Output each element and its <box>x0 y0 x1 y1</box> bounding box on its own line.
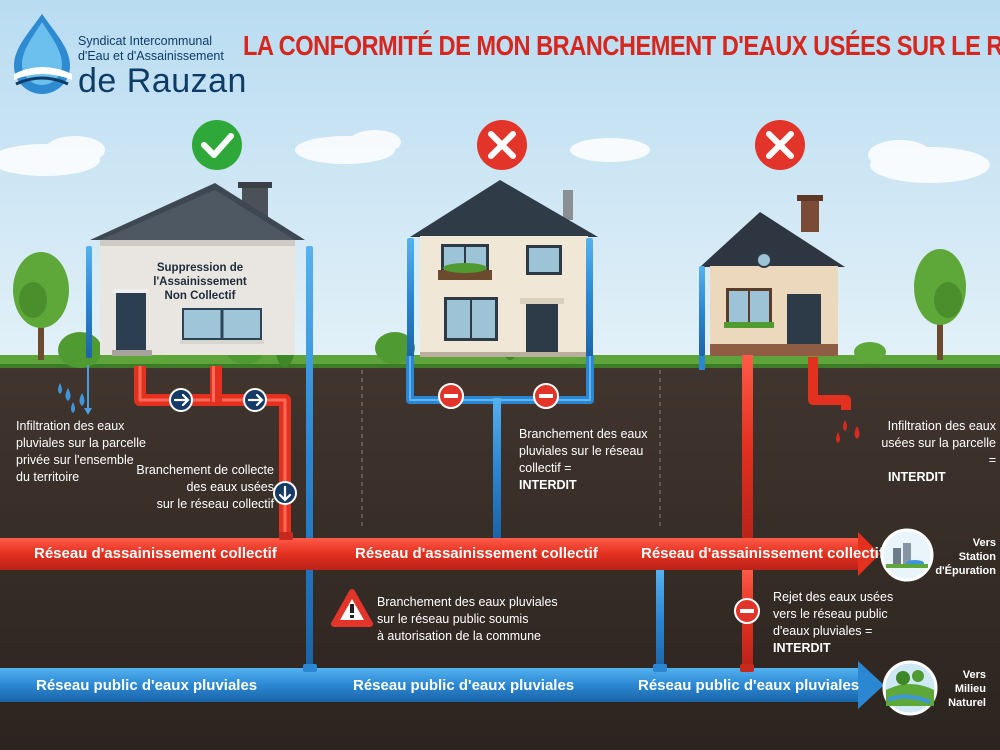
destination-line: Station <box>958 551 996 563</box>
note-infiltration-pluviales: Infiltration des eaux pluviales sur la p… <box>16 418 176 486</box>
milieu-naturel-icon <box>882 660 938 716</box>
note-line: pluviales sur le réseau <box>519 443 644 458</box>
pluvial-joints <box>303 664 667 672</box>
arrow-right-icon <box>243 388 267 412</box>
note-pluviales-autorisation: Branchement des eaux pluviales sur le ré… <box>377 594 577 645</box>
note-pluviales-collectif: Branchement des eaux pluviales sur le ré… <box>519 426 669 494</box>
note-line: Rejet des eaux usées <box>773 590 894 604</box>
no-entry-icon <box>438 383 464 409</box>
note-verdict: INTERDIT <box>888 469 946 484</box>
cross-icon <box>477 120 527 170</box>
house-2 <box>410 180 598 357</box>
destination-line: Milieu <box>954 683 986 695</box>
tree-left <box>13 252 69 360</box>
cross-icon <box>755 120 805 170</box>
check-icon <box>192 120 242 170</box>
note-line: usées sur la parcelle = <box>881 435 996 467</box>
tree-right <box>854 249 966 362</box>
note-infiltration-usees: Infiltration des eaux usées sur la parce… <box>872 418 996 486</box>
note-line: Branchement des eaux <box>519 427 648 441</box>
destination-line: d'Épuration <box>935 565 996 577</box>
logo-line2: d'Eau et d'Assainissement <box>78 49 224 63</box>
note-line: à autorisation de la commune <box>377 628 541 643</box>
destination-line: Naturel <box>948 697 986 709</box>
note-line: collectif = <box>519 460 572 475</box>
pluvial-label: Réseau public d'eaux pluviales <box>353 677 575 694</box>
house-1-label-line: Suppression de <box>156 262 244 274</box>
destination-line: Vers <box>972 537 996 549</box>
note-verdict: INTERDIT <box>773 640 831 655</box>
note-line: sur le réseau public soumis <box>377 611 529 626</box>
destination-station: Vers Station d'Épuration <box>930 536 996 578</box>
collectif-label: Réseau d'assainissement collectif <box>641 545 884 562</box>
note-verdict: INTERDIT <box>519 477 577 492</box>
note-line: Infiltration des eaux <box>887 419 996 433</box>
warning-icon <box>331 589 373 627</box>
logo-line3: de Rauzan <box>78 62 247 100</box>
collectif-main-pipe <box>0 532 880 576</box>
red-branch-house1 <box>134 366 291 540</box>
note-rejet-usees: Rejet des eaux usées vers le réseau publ… <box>773 589 903 657</box>
house-3 <box>700 195 845 356</box>
pluvial-label: Réseau public d'eaux pluviales <box>638 677 860 694</box>
column-separators <box>361 370 661 530</box>
clouds <box>0 130 990 183</box>
note-line: sur le réseau collectif <box>156 496 274 511</box>
logo-line1: Syndicat Intercommunal <box>78 34 213 48</box>
note-line: d'eaux pluviales = <box>773 623 873 638</box>
note-line: privée sur l'ensemble <box>16 452 134 467</box>
house-1-label-line: l'Assainissement <box>153 276 247 288</box>
house-1 <box>90 182 305 356</box>
wastewater-drops <box>836 420 860 443</box>
note-line: vers le réseau public <box>773 606 888 621</box>
note-line: Branchement de collecte <box>136 463 274 477</box>
note-line: du territoire <box>16 469 80 484</box>
house-1-label-line: Non Collectif <box>164 290 236 302</box>
note-line: des eaux usées <box>186 479 274 494</box>
rain-drops <box>58 383 85 413</box>
arrow-down-icon <box>273 481 297 505</box>
pluvial-main-pipe <box>0 661 884 709</box>
station-epuration-icon <box>880 528 934 582</box>
house-1-label: Suppression de l'Assainissement Non Coll… <box>150 261 250 303</box>
note-line: pluviales sur la parcelle <box>16 435 146 450</box>
no-entry-icon <box>533 383 559 409</box>
collectif-label: Réseau d'assainissement collectif <box>34 545 277 562</box>
destination-milieu: Vers Milieu Naturel <box>930 668 986 710</box>
page-title: LA CONFORMITÉ DE MON BRANCHEMENT D'EAUX … <box>243 30 1000 61</box>
arrow-right-icon <box>169 388 193 412</box>
logo-drop-icon <box>14 14 72 94</box>
red-branch-house3 <box>742 355 753 540</box>
destination-line: Vers <box>962 669 986 681</box>
note-collecte-usees: Branchement de collecte des eaux usées s… <box>132 462 274 513</box>
note-line: Infiltration des eaux <box>16 419 125 433</box>
note-line: Branchement des eaux pluviales <box>377 595 558 609</box>
no-entry-icon <box>734 598 760 624</box>
collectif-joints <box>279 532 754 672</box>
pluvial-label: Réseau public d'eaux pluviales <box>36 677 258 694</box>
collectif-label: Réseau d'assainissement collectif <box>355 545 598 562</box>
